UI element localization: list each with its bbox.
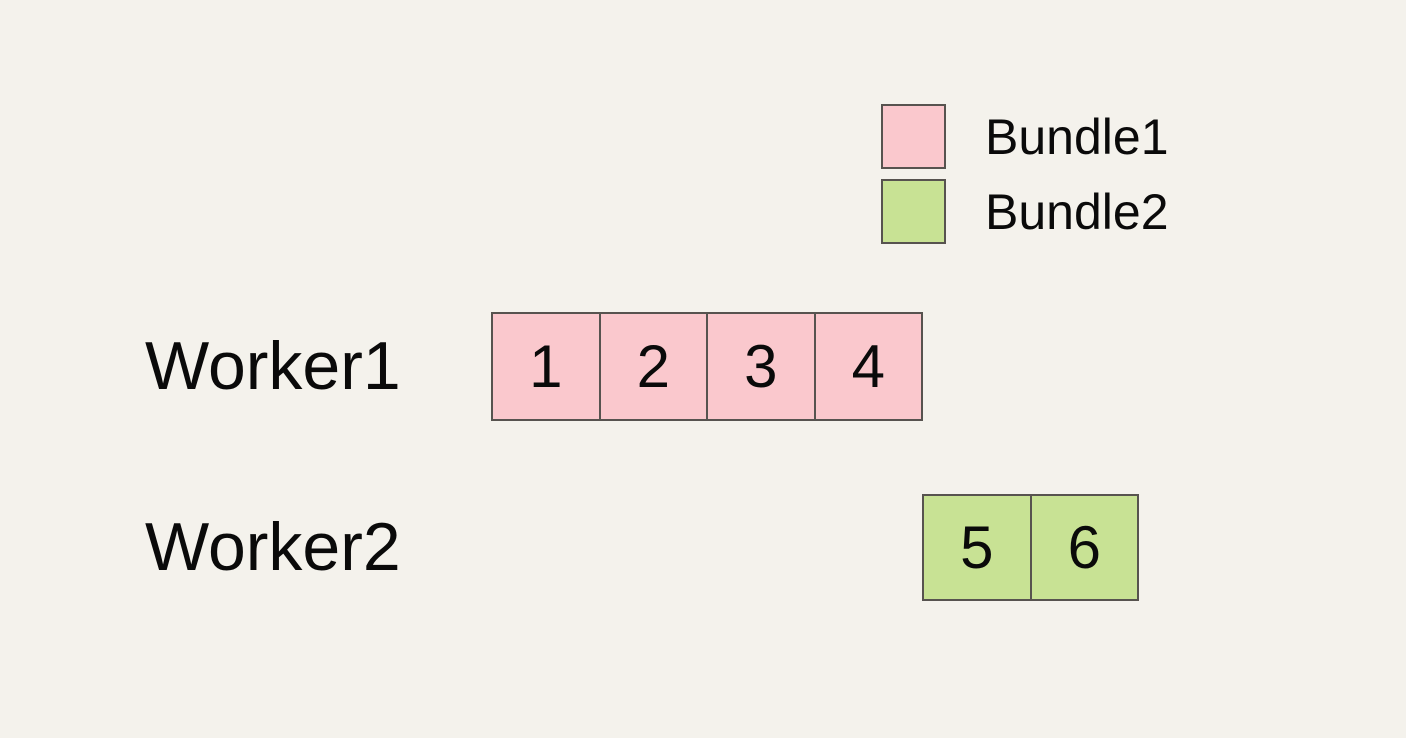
task-cell-5: 5 [922, 494, 1032, 601]
legend-label-bundle2: Bundle2 [985, 183, 1169, 240]
worker1-bundle1-strip: 1 2 3 4 [491, 312, 923, 421]
worker1-label: Worker1 [145, 328, 401, 404]
task-cell-2: 2 [598, 312, 708, 421]
legend-label-bundle1: Bundle1 [985, 108, 1169, 165]
task-cell-6: 6 [1029, 494, 1139, 601]
worker2-label: Worker2 [145, 509, 401, 585]
worker2-bundle2-strip: 5 6 [922, 494, 1139, 601]
bundle2-color-swatch [881, 179, 946, 244]
legend-item-bundle2: Bundle2 [881, 179, 1169, 244]
bundle1-color-swatch [881, 104, 946, 169]
task-cell-4: 4 [813, 312, 923, 421]
task-cell-1: 1 [491, 312, 601, 421]
task-cell-3: 3 [706, 312, 816, 421]
legend-item-bundle1: Bundle1 [881, 104, 1169, 169]
